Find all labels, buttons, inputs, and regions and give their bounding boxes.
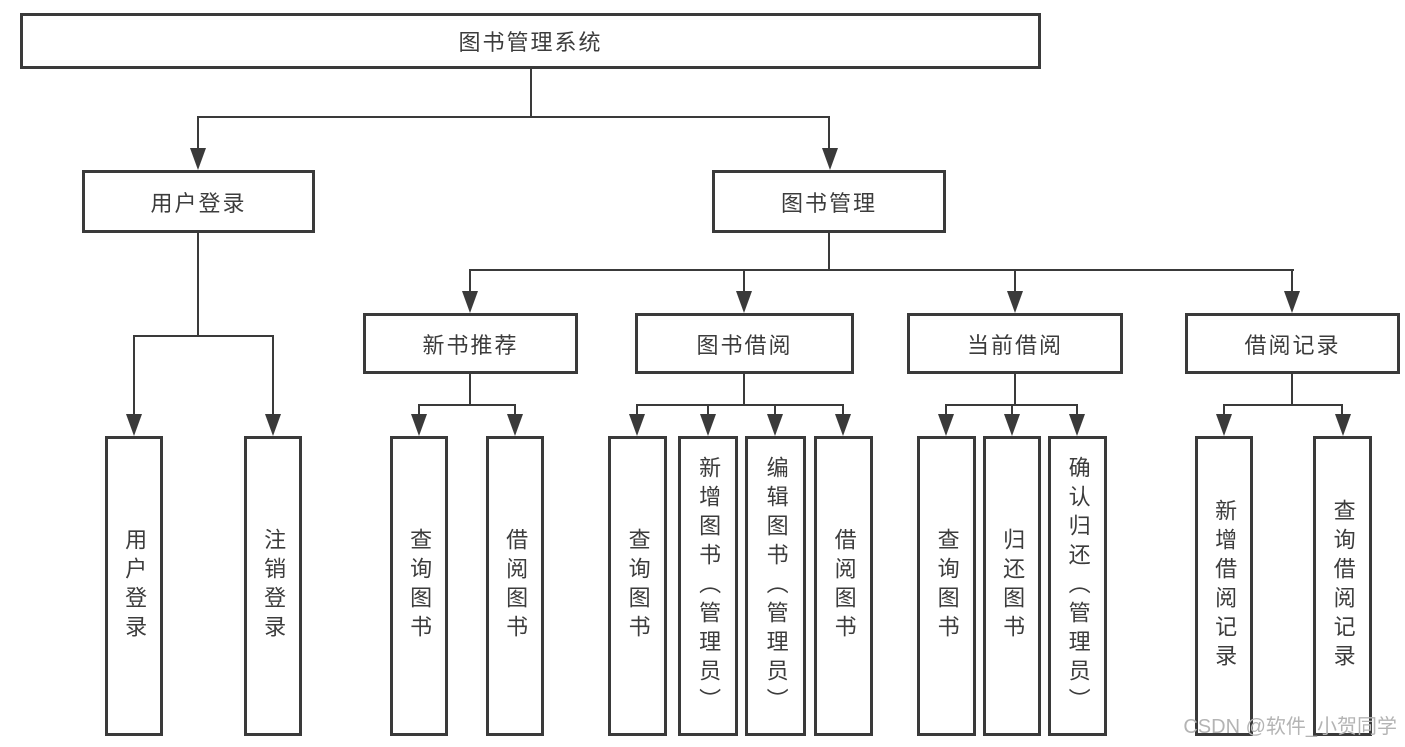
arrowhead-down-icon — [411, 414, 427, 436]
arrowhead-down-icon — [507, 414, 523, 436]
node-label: 用户登录 — [122, 528, 148, 644]
connector-line — [774, 404, 776, 418]
connector-line — [828, 233, 830, 271]
node-label: 编辑图书（管理员） — [763, 455, 789, 717]
connector-line — [197, 116, 199, 152]
node-label: 图书管理 — [780, 190, 877, 216]
arrowhead-down-icon — [736, 291, 752, 313]
node-label: 借阅图书 — [831, 528, 857, 644]
node-label: 新增借阅记录 — [1212, 499, 1238, 673]
node-bb-edit-books: 编辑图书（管理员） — [745, 436, 806, 736]
node-br-add-record: 新增借阅记录 — [1195, 436, 1253, 736]
connector-line — [1291, 374, 1293, 405]
connector-line — [1014, 374, 1016, 405]
node-book-borrow: 图书借阅 — [635, 313, 854, 374]
arrowhead-down-icon — [265, 414, 281, 436]
connector-line — [197, 233, 199, 337]
node-new-book-rec: 新书推荐 — [363, 313, 578, 374]
connector-line — [133, 335, 135, 415]
connector-line — [636, 404, 638, 418]
node-label: 查询图书 — [407, 528, 433, 644]
arrowhead-down-icon — [1069, 414, 1085, 436]
node-logout: 注销登录 — [244, 436, 302, 736]
connector-line — [1341, 404, 1343, 418]
connector-line — [530, 69, 532, 117]
node-label: 借阅图书 — [503, 528, 529, 644]
node-label: 归还图书 — [1000, 528, 1026, 644]
node-nbr-query-books: 查询图书 — [390, 436, 448, 736]
arrowhead-down-icon — [700, 414, 716, 436]
node-label: 图书借阅 — [696, 332, 793, 358]
node-nbr-borrow-books: 借阅图书 — [486, 436, 544, 736]
node-label: 当前借阅 — [966, 332, 1063, 358]
connector-line — [842, 404, 844, 418]
node-cb-query-books: 查询图书 — [917, 436, 976, 736]
connector-line — [469, 374, 471, 405]
arrowhead-down-icon — [822, 148, 838, 170]
node-br-query-record: 查询借阅记录 — [1313, 436, 1372, 736]
node-label: 新增图书（管理员） — [696, 455, 722, 717]
arrowhead-down-icon — [1284, 291, 1300, 313]
node-label: 用户登录 — [150, 190, 247, 216]
connector-line — [1014, 269, 1016, 295]
connector-line — [197, 116, 830, 118]
arrowhead-down-icon — [1216, 414, 1232, 436]
connector-line — [828, 116, 830, 152]
node-root: 图书管理系统 — [20, 13, 1041, 69]
node-label: 图书管理系统 — [458, 30, 603, 55]
node-label: 查询借阅记录 — [1330, 499, 1356, 673]
arrowhead-down-icon — [938, 414, 954, 436]
node-label: 确认归还（管理员） — [1065, 455, 1091, 717]
csdn-watermark: CSDN @软件_小贺同学 — [1183, 716, 1397, 738]
connector-line — [743, 269, 745, 295]
arrowhead-down-icon — [126, 414, 142, 436]
connector-line — [1223, 404, 1225, 418]
arrowhead-down-icon — [835, 414, 851, 436]
connector-line — [945, 404, 947, 418]
node-cb-confirm-return: 确认归还（管理员） — [1048, 436, 1107, 736]
connector-line — [743, 374, 745, 405]
connector-line — [469, 269, 1294, 271]
arrowhead-down-icon — [629, 414, 645, 436]
arrowhead-down-icon — [1007, 291, 1023, 313]
connector-line — [1223, 404, 1343, 406]
connector-line — [418, 404, 420, 418]
node-label: 借阅记录 — [1244, 332, 1341, 358]
node-label: 查询图书 — [625, 528, 651, 644]
node-borrow-records: 借阅记录 — [1185, 313, 1400, 374]
arrowhead-down-icon — [1004, 414, 1020, 436]
arrowhead-down-icon — [767, 414, 783, 436]
connector-line — [707, 404, 709, 418]
connector-line — [1291, 269, 1293, 295]
node-label: 查询图书 — [934, 528, 960, 644]
connector-line — [636, 404, 844, 406]
node-current-borrow: 当前借阅 — [907, 313, 1123, 374]
connector-line — [133, 335, 274, 337]
node-label: 注销登录 — [261, 528, 287, 644]
node-login: 用户登录 — [105, 436, 163, 736]
node-bb-add-books: 新增图书（管理员） — [678, 436, 738, 736]
connector-line — [1076, 404, 1078, 418]
arrowhead-down-icon — [462, 291, 478, 313]
arrowhead-down-icon — [190, 148, 206, 170]
connector-line — [272, 335, 274, 415]
node-bb-query-books: 查询图书 — [608, 436, 667, 736]
node-book-mgmt: 图书管理 — [712, 170, 946, 233]
arrowhead-down-icon — [1335, 414, 1351, 436]
node-bb-borrow-books: 借阅图书 — [814, 436, 873, 736]
connector-line — [418, 404, 516, 406]
node-label: 新书推荐 — [422, 332, 519, 358]
connector-line — [514, 404, 516, 418]
node-user-login: 用户登录 — [82, 170, 315, 233]
connector-line — [469, 269, 471, 295]
connector-line — [1011, 404, 1013, 418]
node-cb-return-books: 归还图书 — [983, 436, 1041, 736]
